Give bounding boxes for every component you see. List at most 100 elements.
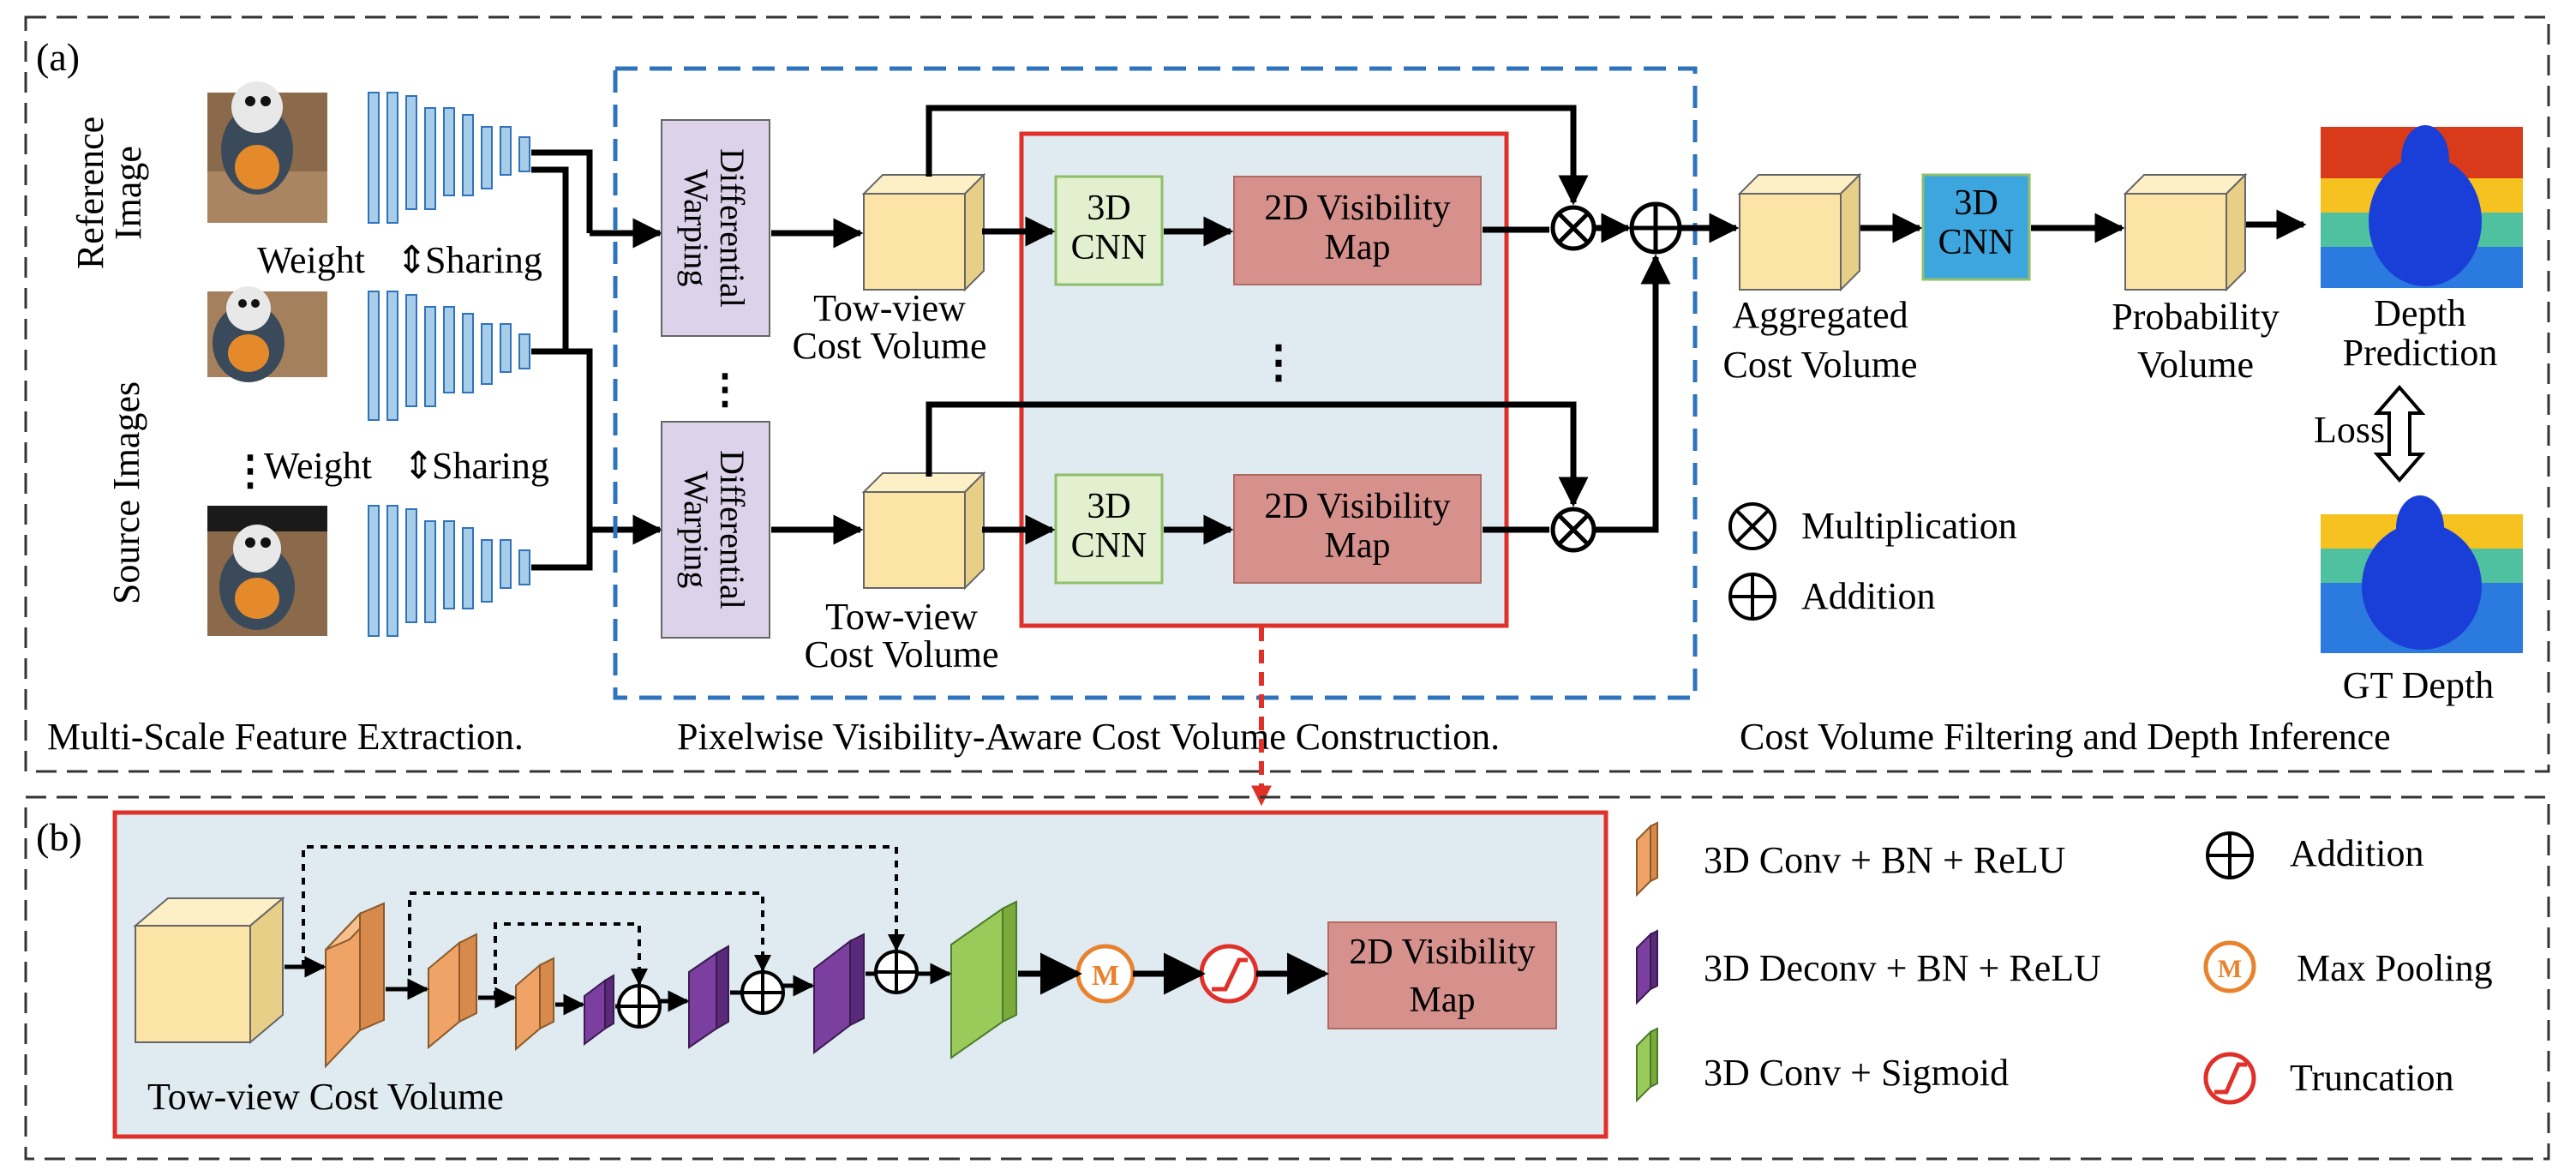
deconv-layer-3 <box>813 933 865 1055</box>
aggregated-cost-volume <box>1739 174 1860 291</box>
svg-text:2D Visibility: 2D Visibility <box>1264 487 1450 526</box>
legend-b-addition-icon <box>2206 831 2254 879</box>
feature-pyramid-source-2 <box>368 505 530 637</box>
weight-sharing-label-2: Weight ⇕ Sharing <box>264 445 549 487</box>
legend-addition-label: Addition <box>1801 575 1935 617</box>
reference-image-label: Reference Image <box>69 117 149 269</box>
svg-text:Prediction: Prediction <box>2343 332 2498 374</box>
multiply-operator-top <box>1550 205 1597 251</box>
svg-text:Warping: Warping <box>677 471 716 589</box>
svg-text:Reference: Reference <box>69 117 111 269</box>
skip-connections <box>302 845 905 998</box>
cnn3d-top: 3D CNN <box>1054 175 1164 286</box>
conv-layer-2 <box>428 933 477 1050</box>
conv-layer-3 <box>515 957 554 1052</box>
svg-text:Weight: Weight <box>264 445 372 487</box>
legend-multiplication-icon <box>1728 502 1776 550</box>
panel-b-frame <box>24 795 2550 1161</box>
visibility-ellipsis-dots: ⋮ <box>1256 339 1301 387</box>
svg-text:Map: Map <box>1325 228 1391 267</box>
svg-text:⇕: ⇕ <box>403 445 434 487</box>
feature-pyramid-reference <box>368 92 530 224</box>
feature-pyramid-source-1 <box>368 291 530 421</box>
section-feature-label: Multi-Scale Feature Extraction. <box>47 716 524 758</box>
svg-text:Sharing: Sharing <box>425 239 542 281</box>
svg-text:Weight: Weight <box>257 239 365 281</box>
svg-text:Map: Map <box>1325 526 1391 566</box>
svg-text:Differential: Differential <box>713 148 752 308</box>
truncation-op <box>1199 944 1259 1004</box>
panel-a-label: (a) <box>36 35 80 79</box>
svg-text:3D: 3D <box>1087 189 1130 228</box>
loss-label: Loss <box>2314 409 2385 451</box>
svg-text:Cost Volume: Cost Volume <box>1723 344 1918 386</box>
svg-text:Probability: Probability <box>2112 296 2279 338</box>
cnn3d-bottom: 3D CNN <box>1054 473 1164 585</box>
deconv-layer-1 <box>584 974 614 1046</box>
legend-conv-icon <box>1636 821 1658 897</box>
legend-sigmoid-icon <box>1636 1027 1658 1103</box>
svg-text:3D: 3D <box>1087 487 1130 526</box>
svg-text:Differential: Differential <box>713 450 752 609</box>
svg-text:Tow-view: Tow-view <box>825 596 978 638</box>
legend-deconv-label: 3D Deconv + BN + ReLU <box>1704 947 2101 989</box>
svg-text:Sharing: Sharing <box>432 445 549 487</box>
legend-sigmoid-label: 3D Conv + Sigmoid <box>1704 1052 2009 1094</box>
max-pooling-op: M <box>1075 944 1135 1004</box>
svg-text:Map: Map <box>1410 981 1476 1020</box>
svg-text:M: M <box>2218 955 2242 983</box>
svg-text:Aggregated: Aggregated <box>1732 294 1908 336</box>
svg-text:3D: 3D <box>1954 183 1998 223</box>
section-filter-label: Cost Volume Filtering and Depth Inferenc… <box>1740 716 2391 758</box>
gt-depth-label: GT Depth <box>2343 664 2494 706</box>
legend-truncation-icon <box>2203 1052 2256 1105</box>
two-view-label-top: Tow-view Cost Volume <box>793 287 987 367</box>
panel-a-arrows <box>771 105 2307 545</box>
deconv-layer-2 <box>688 945 729 1049</box>
svg-text:Tow-view: Tow-view <box>813 287 966 329</box>
visibility-map-bottom: 2D Visibility Map <box>1233 474 1482 584</box>
svg-text:Depth: Depth <box>2374 292 2466 334</box>
detail-two-view-cost-volume <box>133 896 285 1045</box>
legend-conv-label: 3D Conv + BN + ReLU <box>1704 839 2065 881</box>
add-operator <box>1629 201 1682 255</box>
legend-deconv-icon <box>1636 929 1658 1005</box>
detail-two-view-label: Tow-view Cost Volume <box>147 1076 504 1118</box>
source-images-label: Source Images <box>105 381 147 604</box>
sigmoid-conv-layer <box>950 900 1017 1059</box>
feature-routing-lines <box>531 149 663 571</box>
legend-b-addition-label: Addition <box>2290 832 2423 874</box>
multiply-operator-bottom <box>1550 507 1597 553</box>
depth-prediction-label: Depth Prediction <box>2343 292 2498 374</box>
section-cost-label: Pixelwise Visibility-Aware Cost Volume C… <box>677 716 1500 758</box>
legend-maxpool-label: Max Pooling <box>2297 947 2493 989</box>
svg-text:CNN: CNN <box>1071 228 1147 267</box>
svg-text:CNN: CNN <box>1938 223 2015 262</box>
two-view-cost-volume-top <box>863 174 985 291</box>
svg-text:CNN: CNN <box>1071 526 1147 566</box>
svg-text:Cost Volume: Cost Volume <box>805 633 999 675</box>
visibility-map-top: 2D Visibility Map <box>1233 176 1482 285</box>
detail-visibility-map: 2D Visibility Map <box>1327 921 1557 1029</box>
probability-label: Probability Volume <box>2112 296 2279 386</box>
legend-maxpool-icon: M <box>2203 940 2256 993</box>
detail-add-1 <box>617 984 662 1029</box>
legend-addition-icon <box>1728 573 1776 621</box>
reference-image <box>207 81 327 223</box>
depth-prediction-image <box>2321 125 2523 288</box>
source-image-2 <box>207 506 327 636</box>
legend-truncation-label: Truncation <box>2290 1057 2454 1099</box>
gt-depth-image <box>2321 489 2523 653</box>
svg-text:Image: Image <box>107 146 149 240</box>
conv-layer-1 <box>325 902 385 1069</box>
detail-add-3 <box>874 950 919 994</box>
differential-warping-bottom: Differential Warping <box>661 421 770 639</box>
warping-ellipsis-dots: ⋮ <box>704 367 746 412</box>
differential-warping-top: Differential Warping <box>661 119 770 337</box>
panel-b-label: (b) <box>36 815 82 859</box>
svg-text:⇕: ⇕ <box>396 239 428 281</box>
cost-volume-construction-region <box>613 66 1698 700</box>
svg-text:Warping: Warping <box>677 170 716 287</box>
svg-text:2D Visibility: 2D Visibility <box>1264 189 1450 228</box>
